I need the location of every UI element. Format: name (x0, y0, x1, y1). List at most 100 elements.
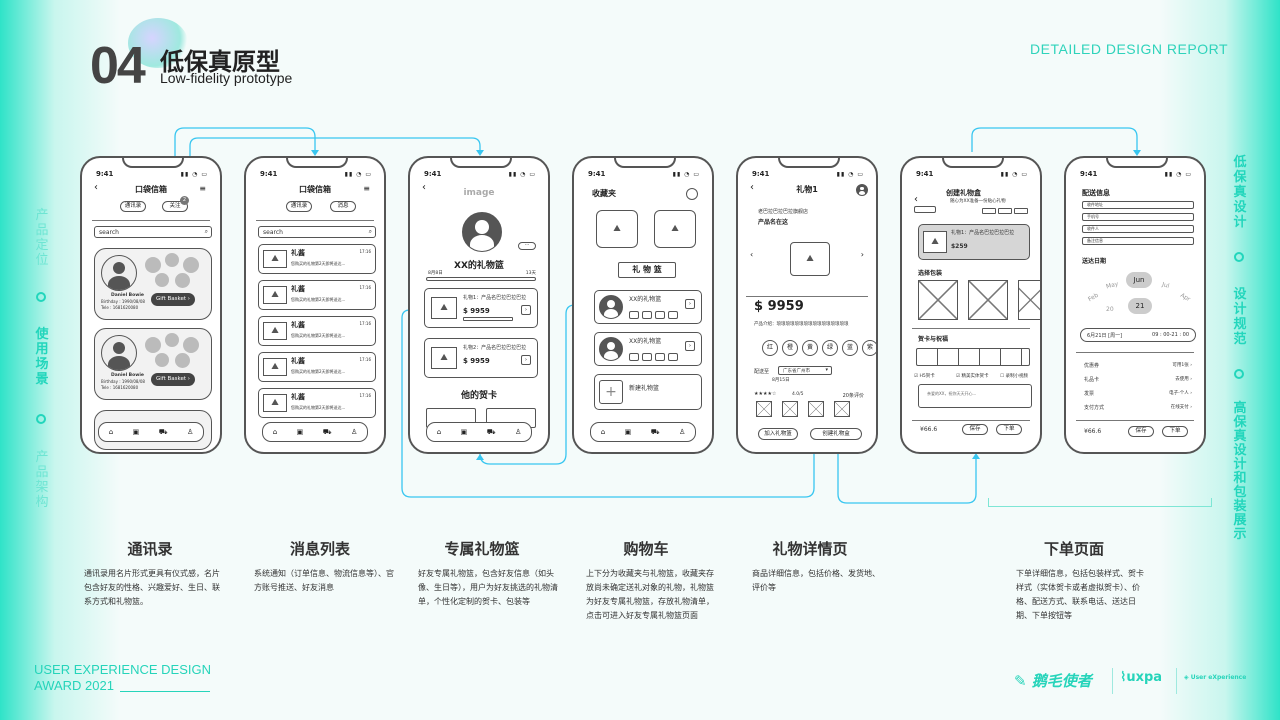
add-to-basket-button[interactable]: 加入礼物篮 (758, 428, 798, 440)
review-image[interactable] (834, 401, 850, 417)
nav-dot (1234, 252, 1244, 262)
nav-low-fi-design[interactable]: 低保真设计 (1233, 155, 1247, 230)
message-item[interactable]: 礼酱 您购买的礼物第2天即将送达... 17:16 (258, 244, 376, 274)
bottom-nav[interactable]: ⌂▣⛟♙ (98, 422, 204, 442)
basket-entry[interactable]: XX的礼物篮 › (594, 290, 702, 324)
day-selected[interactable]: 21 (1128, 298, 1152, 314)
contact-card[interactable]: Daniel Bowie Birthday : 1990/08/08 Tele … (94, 328, 212, 400)
cards-title: 他的贺卡 (460, 391, 497, 401)
basket-entry[interactable]: XX的礼物篮 › (594, 332, 702, 366)
selected-gift[interactable]: 礼物1：产品名巴拉巴拉巴拉 $259 (918, 224, 1030, 260)
message-item[interactable]: 礼酱 您购买的礼物第2天即将送达... 17:16 (258, 388, 376, 418)
note-field[interactable]: 备注信息 (1082, 237, 1194, 245)
nav-usage-scenario[interactable]: 使用场景 (35, 327, 49, 387)
packaging-option[interactable] (1018, 280, 1040, 320)
review-image[interactable] (808, 401, 824, 417)
wish-input[interactable]: 亲爱的XX，祝你天天开心... (918, 384, 1032, 408)
message-icon: ▣ (460, 428, 468, 436)
report-label: DETAILED DESIGN REPORT (1030, 41, 1228, 57)
home-icon: ⌂ (272, 428, 278, 436)
recipient-field[interactable]: 收件人 (1082, 225, 1194, 233)
packaging-title: 选择包装 (918, 270, 943, 277)
nav-design-spec[interactable]: 设计规范 (1233, 287, 1247, 347)
checkbox-video: ☐ 录制小视频 (1000, 374, 1028, 379)
delivery-title: 配送信息 (1082, 189, 1110, 197)
order-button[interactable]: 下单 (996, 424, 1022, 435)
favorite-item[interactable] (654, 210, 696, 248)
section-title: 低保真原型 (160, 48, 280, 76)
review-image[interactable] (782, 401, 798, 417)
menu-icon[interactable]: ≡ (199, 184, 206, 193)
detail-arrow-button[interactable]: › (521, 305, 531, 315)
address-field[interactable]: 收件地址 (1082, 201, 1194, 209)
search-input[interactable]: search ⌕ (94, 226, 212, 238)
ship-select[interactable]: 广东省广州市 ▾ (778, 366, 832, 375)
back-icon[interactable]: ‹ (94, 182, 98, 193)
color-option[interactable]: 紫 (862, 340, 876, 356)
basket-item[interactable]: 礼物2：产品名巴拉巴拉巴拉 $ 9959 › (424, 338, 538, 378)
next-image-icon[interactable]: › (860, 250, 864, 259)
month-selected[interactable]: Jun (1126, 272, 1152, 288)
color-option[interactable]: 红 (762, 340, 778, 356)
bottom-nav[interactable]: ⌂▣⛟♙ (426, 422, 532, 442)
favorite-item[interactable] (596, 210, 638, 248)
status-icons: ▮▮ ◔ ▭ (1000, 171, 1028, 178)
tab-contacts[interactable]: 通讯录 (286, 201, 312, 212)
back-icon[interactable]: ‹ (750, 182, 754, 193)
color-option[interactable]: 绿 (822, 340, 838, 356)
user-icon: ♙ (350, 428, 358, 436)
coupon-row: 可用1张 › (1172, 363, 1192, 368)
color-option[interactable]: 黄 (802, 340, 818, 356)
tab-follow[interactable]: 关注 (162, 201, 188, 212)
search-input[interactable]: search ⌕ (258, 226, 376, 238)
create-gift-box-button[interactable]: 创建礼物盒 (810, 428, 862, 440)
avatar[interactable] (856, 184, 868, 196)
gift-basket-button[interactable]: Gift Basket › (151, 373, 195, 386)
tab-contacts[interactable]: 通讯录 (120, 201, 146, 212)
packaging-option[interactable] (918, 280, 958, 320)
color-option[interactable]: 蓝 (842, 340, 858, 356)
menu-icon[interactable]: ≡ (363, 184, 370, 193)
review-image[interactable] (756, 401, 772, 417)
gift-basket-button[interactable]: Gift Basket › (151, 293, 195, 306)
save-button[interactable]: 保存 (1128, 426, 1154, 437)
order-button[interactable]: 下单 (1162, 426, 1188, 437)
enter-basket-button[interactable]: › (685, 341, 695, 351)
more-button[interactable]: ··· (518, 242, 536, 250)
settings-icon[interactable] (686, 188, 698, 200)
nav-product-architecture[interactable]: 产品架构 (35, 450, 49, 510)
card-style-strip[interactable] (916, 348, 1030, 366)
image-icon (431, 297, 457, 319)
nav-product-positioning[interactable]: 产品定位 (35, 208, 49, 268)
caption-title-cart: 购物车 (623, 540, 669, 558)
payment-row: 在线支付 › (1170, 405, 1192, 410)
back-icon[interactable]: ‹ (914, 194, 918, 205)
color-option[interactable]: 橙 (782, 340, 798, 356)
image-icon (263, 250, 287, 268)
screen-title: 礼物1 (796, 185, 818, 194)
phone-field[interactable]: 手机号 (1082, 213, 1194, 221)
packaging-option[interactable] (968, 280, 1008, 320)
bottom-nav[interactable]: ⌂▣⛟♙ (590, 422, 696, 442)
prev-image-icon[interactable]: ‹ (750, 250, 754, 259)
caption-body-messages: 系统通知（订单信息、物流信息等）、官方账号推送、好友消息 (254, 569, 394, 592)
enter-basket-button[interactable]: › (685, 299, 695, 309)
message-item[interactable]: 礼酱 您购买的礼物第2天即将送达... 17:16 (258, 280, 376, 310)
caption-body-basket: 好友专属礼物篮，包含好友信息（如头像、生日等），用户为好友挑选的礼物清单，个性化… (418, 569, 558, 606)
back-icon[interactable]: ‹ (422, 182, 426, 193)
date-time-picker[interactable]: 6月21日 [周一] 09 : 00-21 : 00 (1080, 328, 1196, 342)
basket-item[interactable]: 礼物1：产品名巴拉巴拉巴拉 $ 9959 › (424, 288, 538, 328)
save-button[interactable]: 保存 (962, 424, 988, 435)
detail-arrow-button[interactable]: › (521, 355, 531, 365)
bottom-nav[interactable]: ⌂▣⛟♙ (262, 422, 368, 442)
message-item[interactable]: 礼酱 您购买的礼物第2天即将送达... 17:16 (258, 316, 376, 346)
nav-high-fi-design[interactable]: 高保真设计和包装展示 (1233, 401, 1247, 542)
contact-card[interactable]: Daniel Bowie Birthday : 1990/08/08 Tele … (94, 248, 212, 320)
friend-avatar (462, 212, 502, 252)
new-basket-button[interactable]: + 新建礼物篮 (594, 374, 702, 410)
message-item[interactable]: 礼酱 您购买的礼物第2天即将送达... 17:16 (258, 352, 376, 382)
image-icon (263, 358, 287, 376)
invoice-row: 电子-个人 › (1169, 391, 1192, 396)
caption-body-cart: 上下分为收藏夹与礼物篮，收藏夹存放尚未确定送礼对象的礼物，礼物篮为好友专属礼物篮… (586, 569, 714, 620)
tab-messages[interactable]: 消息 (330, 201, 356, 212)
